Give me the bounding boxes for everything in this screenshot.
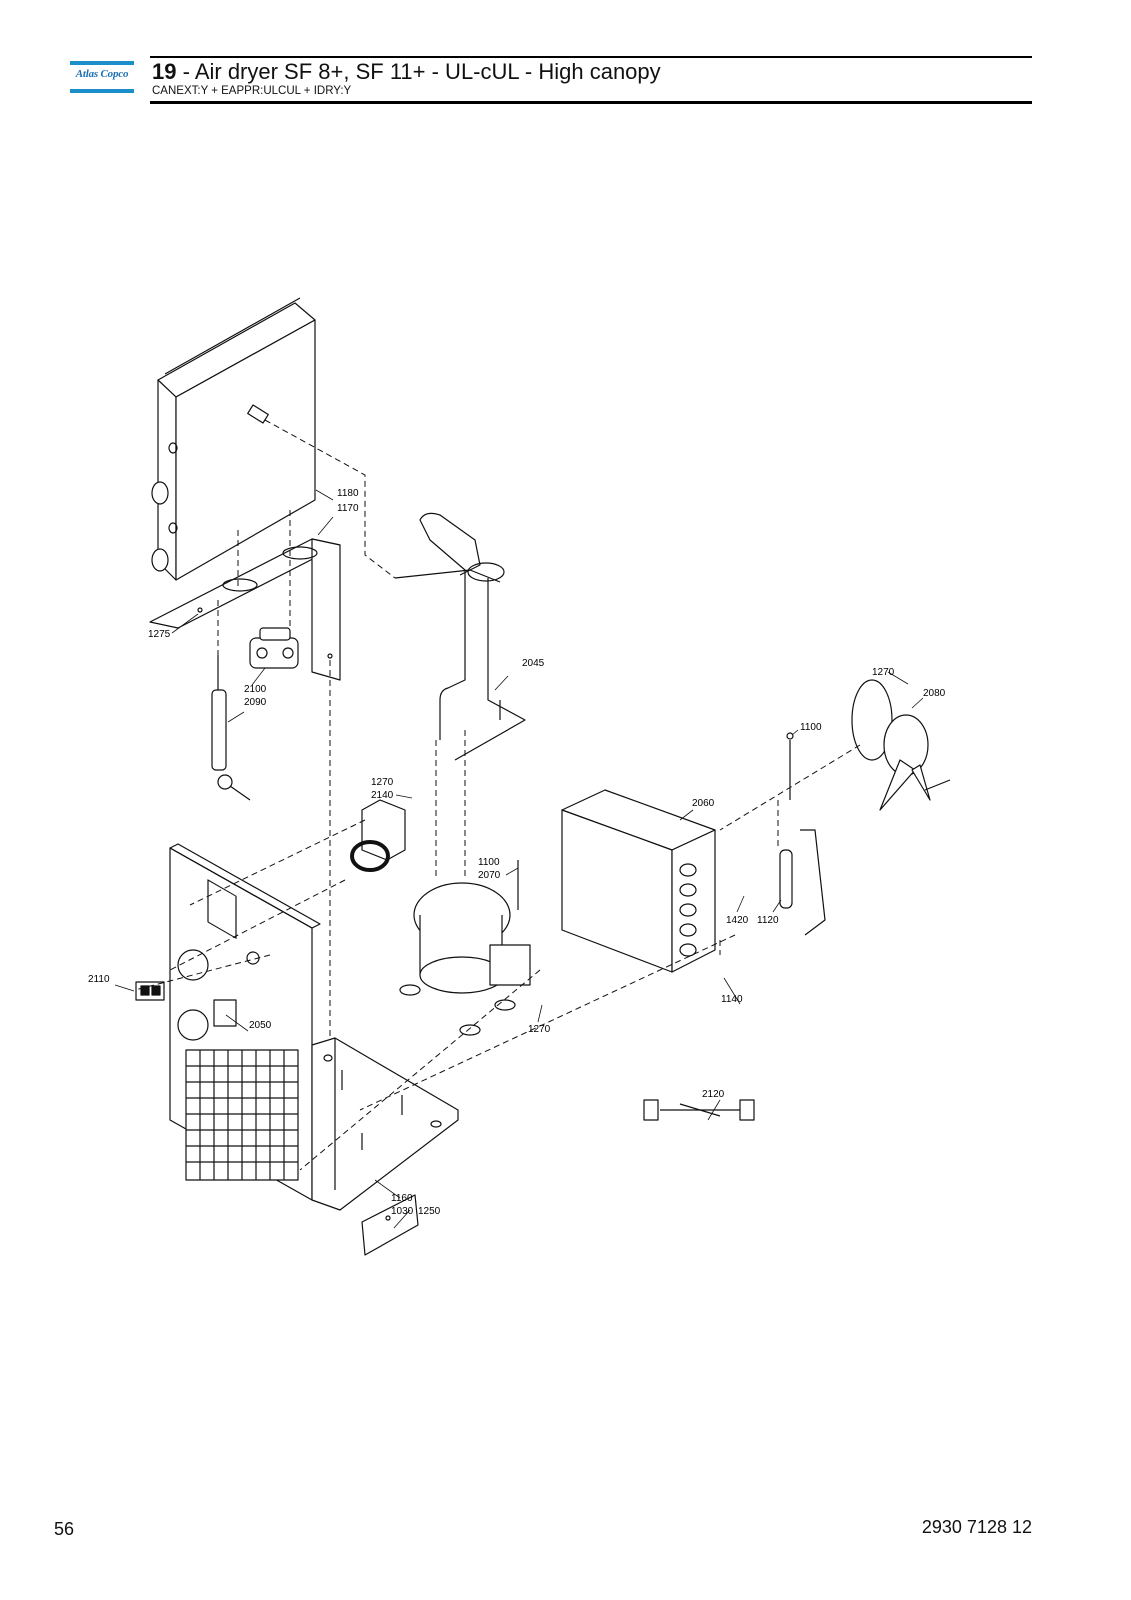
page-subtitle: CANEXT:Y + EAPPR:ULCUL + IDRY:Y <box>152 85 352 97</box>
callout-2050: 2050 <box>249 1020 272 1031</box>
filter-cartridge <box>211 655 251 801</box>
callout-1120: 1120 <box>757 915 779 926</box>
callout-2100: 2100 <box>244 684 267 695</box>
solenoid-valve <box>249 627 299 669</box>
page-title: 19 - Air dryer SF 8+, SF 11+ - UL-cUL - … <box>152 59 661 85</box>
callout-1030: 1030 <box>391 1206 414 1217</box>
ventilation-grille <box>185 1049 299 1181</box>
leader-lines <box>114 489 924 1229</box>
header-rule-bottom <box>150 101 1032 104</box>
mounting-bracket <box>149 538 341 681</box>
section-number: 19 <box>152 59 177 84</box>
callout-2110: 2110 <box>88 974 110 985</box>
callout-2060: 2060 <box>692 798 715 809</box>
heat-exchanger <box>151 297 316 581</box>
condenser <box>561 789 716 973</box>
compressor <box>399 860 531 1036</box>
controller-display <box>135 981 165 1001</box>
callout-1275: 1275 <box>148 629 171 640</box>
callout-1160: 1160 <box>391 1193 413 1204</box>
callout-2045: 2045 <box>522 658 545 669</box>
callout-2140: 2140 <box>371 790 394 801</box>
callout-1100-b: 1100 <box>800 722 822 733</box>
base-frame <box>311 1037 459 1211</box>
callout-1180: 1180 <box>337 488 359 499</box>
front-panel <box>169 843 321 1201</box>
callout-2120: 2120 <box>702 1089 725 1100</box>
cable-bracket <box>361 1194 419 1256</box>
callout-2090: 2090 <box>244 697 267 708</box>
document-number: 2930 7128 12 <box>921 1517 1032 1537</box>
receiver-tank <box>779 829 826 936</box>
assembly-lines <box>134 419 861 1171</box>
header-rule-top <box>150 56 1032 58</box>
callout-1270-b: 1270 <box>872 667 895 678</box>
fan-motor <box>851 679 951 811</box>
callout-1420: 1420 <box>726 915 749 926</box>
callout-1250: 1250 <box>418 1206 441 1217</box>
page-number: 56 <box>54 1519 75 1539</box>
callout-1100-a: 1100 <box>478 857 500 868</box>
callout-1170: 1170 <box>337 503 359 514</box>
callout-1270-c: 1270 <box>528 1024 551 1035</box>
callout-2080: 2080 <box>923 688 946 699</box>
wire-harness <box>643 1099 755 1121</box>
atlas-copco-logo: Atlas Copco <box>70 61 134 93</box>
callout-2070: 2070 <box>478 870 501 881</box>
capacitor-box <box>350 799 406 872</box>
section-title: - Air dryer SF 8+, SF 11+ - UL-cUL - Hig… <box>176 59 661 84</box>
pressure-switch <box>786 732 794 800</box>
callout-1140: 1140 <box>721 994 743 1005</box>
page-header: Atlas Copco 19 - Air dryer SF 8+, SF 11+… <box>70 56 1032 104</box>
logo-text: Atlas Copco <box>75 68 129 80</box>
refrigerant-piping <box>394 512 526 761</box>
callout-1270-a: 1270 <box>371 777 394 788</box>
